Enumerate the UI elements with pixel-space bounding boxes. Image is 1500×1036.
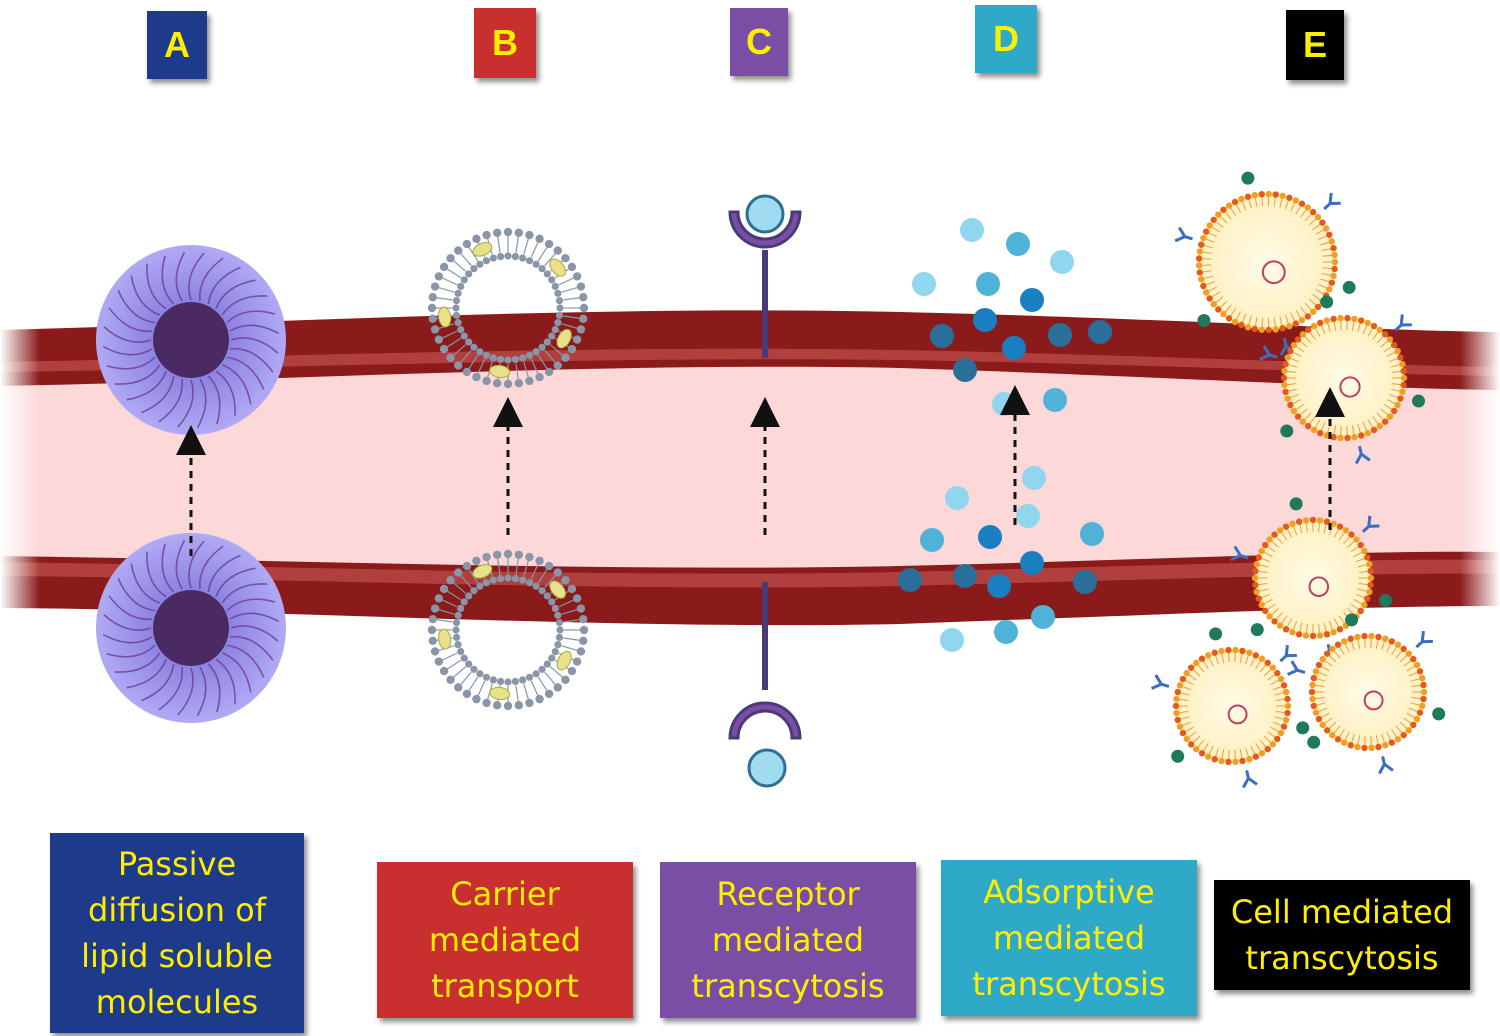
adsorptive-particles-icon (898, 218, 1112, 652)
panel-label-b: B (474, 8, 536, 78)
caption-e: Cell mediated transcytosis (1214, 880, 1470, 990)
panel-label-a: A (147, 11, 207, 79)
receptor-ligand-icon (728, 194, 802, 788)
liposome-carrier-icon (427, 227, 589, 711)
panel-label-c: C (730, 8, 788, 76)
caption-d: Adsorptive mediated transcytosis (941, 860, 1197, 1016)
caption-c: Receptor mediated transcytosis (660, 862, 916, 1018)
vessel-lumen (0, 359, 1500, 576)
panel-label-e: E (1286, 10, 1344, 80)
antibody-nanoparticle-icon (1150, 171, 1446, 789)
panel-label-d: D (975, 5, 1037, 73)
caption-b: Carrier mediated transport (377, 862, 633, 1018)
caption-a: Passive diffusion of lipid soluble molec… (50, 833, 304, 1033)
lipid-micelle-icon (96, 245, 286, 723)
